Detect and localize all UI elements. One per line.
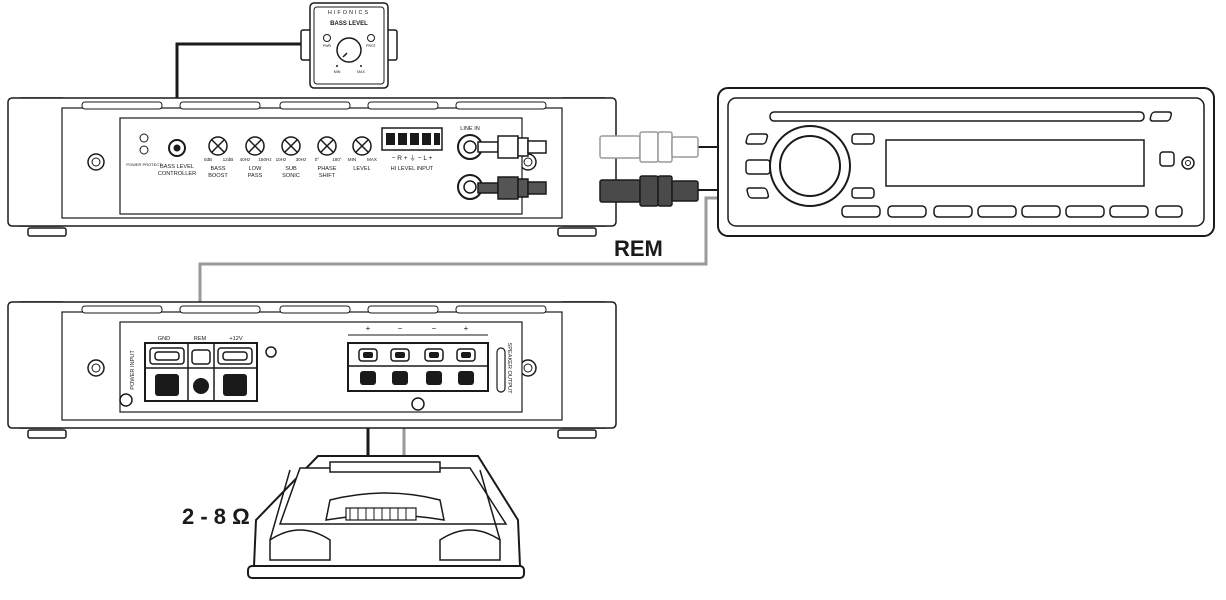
knob-label: LOW xyxy=(249,166,262,172)
rca-plug-white-amp xyxy=(477,135,547,159)
speaker-terminal[interactable] xyxy=(424,348,444,385)
power-led xyxy=(139,133,149,143)
knob-label-line-2: SHIFT xyxy=(319,173,336,179)
line-in-jack-top[interactable] xyxy=(457,134,483,160)
amp-knob[interactable] xyxy=(352,136,372,156)
rca-connector-black-inline xyxy=(599,175,699,207)
speaker-polarity-sign: + xyxy=(464,324,469,333)
preset-button[interactable] xyxy=(841,205,881,218)
remote-title: BASS LEVEL xyxy=(330,21,368,27)
eject-button[interactable] xyxy=(1155,205,1183,218)
amplifier-bottom: POWER INPUT GND REM +12V + − − + xyxy=(7,301,617,439)
bass-level-remote[interactable]: HIFONICS BASS LEVEL PWR PROT MIN MAX xyxy=(300,2,398,89)
amp-knob[interactable] xyxy=(245,136,265,156)
power-input-label: POWER INPUT xyxy=(130,350,136,390)
knob-scale-min: 40Hz xyxy=(240,157,251,162)
hi-level-pins: − R + ⏚ − L + xyxy=(392,154,433,162)
preset-button[interactable] xyxy=(1109,205,1149,218)
line-in-label: LINE IN xyxy=(460,126,480,132)
hi-level-input-terminal[interactable] xyxy=(381,127,443,151)
speaker-polarity-sign: − xyxy=(398,324,403,333)
speaker-polarity-sign: + xyxy=(366,324,371,333)
amp-knob[interactable] xyxy=(208,136,228,156)
knob-scale-min: MIN xyxy=(348,157,356,162)
head-unit-preset-row xyxy=(841,205,1183,218)
remote-prot-label: PROT xyxy=(366,44,377,48)
rca-plug-black-amp xyxy=(477,176,547,200)
remote-prot-led xyxy=(367,34,375,42)
controller-label-1: BASS LEVEL xyxy=(160,164,194,170)
knob-scale-max: 12dB xyxy=(223,157,234,162)
knob-scale-min: 0° xyxy=(315,157,320,162)
knob-label-line-2: SONIC xyxy=(282,173,300,179)
speaker-terminal[interactable] xyxy=(456,348,476,385)
remote-pwr-label: PWR xyxy=(323,44,332,48)
head-unit-volume-knob[interactable] xyxy=(769,125,851,207)
knob-label-line-2: PASS xyxy=(248,173,263,179)
head-unit xyxy=(717,87,1215,237)
speaker-polarity-signs: + − − + xyxy=(366,324,469,333)
preset-button[interactable] xyxy=(1065,205,1105,218)
knob-scale-max: MAX xyxy=(367,157,377,162)
amplifier-top: POWER PROTECT BASS LEVEL CONTROLLER 0dB 1… xyxy=(7,97,617,237)
knob-scale-max: 30Hz xyxy=(296,157,307,162)
preset-button[interactable] xyxy=(1021,205,1061,218)
controller-label-2: CONTROLLER xyxy=(158,171,196,177)
speaker-terminal[interactable] xyxy=(390,348,410,385)
knob-label: PHASE xyxy=(318,166,337,172)
protect-led xyxy=(139,145,149,155)
remote-bass-knob[interactable] xyxy=(336,37,362,63)
remote-pwr-led xyxy=(323,34,331,42)
impedance-label: 2 - 8 Ω xyxy=(182,504,250,529)
knob-label: LEVEL xyxy=(353,166,370,172)
knob-scale-max: 150Hz xyxy=(258,157,272,162)
v12-label: +12V xyxy=(229,336,242,342)
bass-level-controller-jack[interactable] xyxy=(168,139,186,157)
gnd-label: GND xyxy=(158,336,170,342)
line-in-jack-bottom[interactable] xyxy=(457,174,483,200)
speaker-output-label: SPEAKER OUTPUT xyxy=(506,343,512,395)
knob-scale-min: 0dB xyxy=(204,157,212,162)
speaker-polarity-sign: − xyxy=(432,324,437,333)
rca-connector-white-inline xyxy=(599,131,699,163)
speaker-terminal[interactable] xyxy=(358,348,378,385)
speaker-output-terminal-block[interactable] xyxy=(347,342,489,392)
subwoofer xyxy=(247,455,525,579)
rem-wire xyxy=(198,196,718,368)
knob-scale-min: 10Hz xyxy=(276,157,287,162)
knob-scale-max: 180° xyxy=(332,157,342,162)
preset-button[interactable] xyxy=(977,205,1017,218)
knob-label: SUB xyxy=(285,166,297,172)
rem-wire-label: REM xyxy=(614,236,663,261)
head-unit-display xyxy=(885,139,1145,187)
remote-brand: HIFONICS xyxy=(328,10,370,16)
preset-button[interactable] xyxy=(887,205,927,218)
power-protect-label: POWER PROTECT xyxy=(126,162,162,167)
amp-knob[interactable] xyxy=(317,136,337,156)
hi-level-label: HI LEVEL INPUT xyxy=(391,166,434,172)
remote-min-label: MIN xyxy=(334,70,341,74)
preset-button[interactable] xyxy=(933,205,973,218)
remote-max-label: MAX xyxy=(357,70,365,74)
knob-label: BASS xyxy=(211,166,226,172)
power-input-terminal-block[interactable] xyxy=(144,342,258,402)
amp-knob[interactable] xyxy=(281,136,301,156)
knob-label-line-2: BOOST xyxy=(208,173,228,179)
rem-terminal-label: REM xyxy=(194,336,207,342)
